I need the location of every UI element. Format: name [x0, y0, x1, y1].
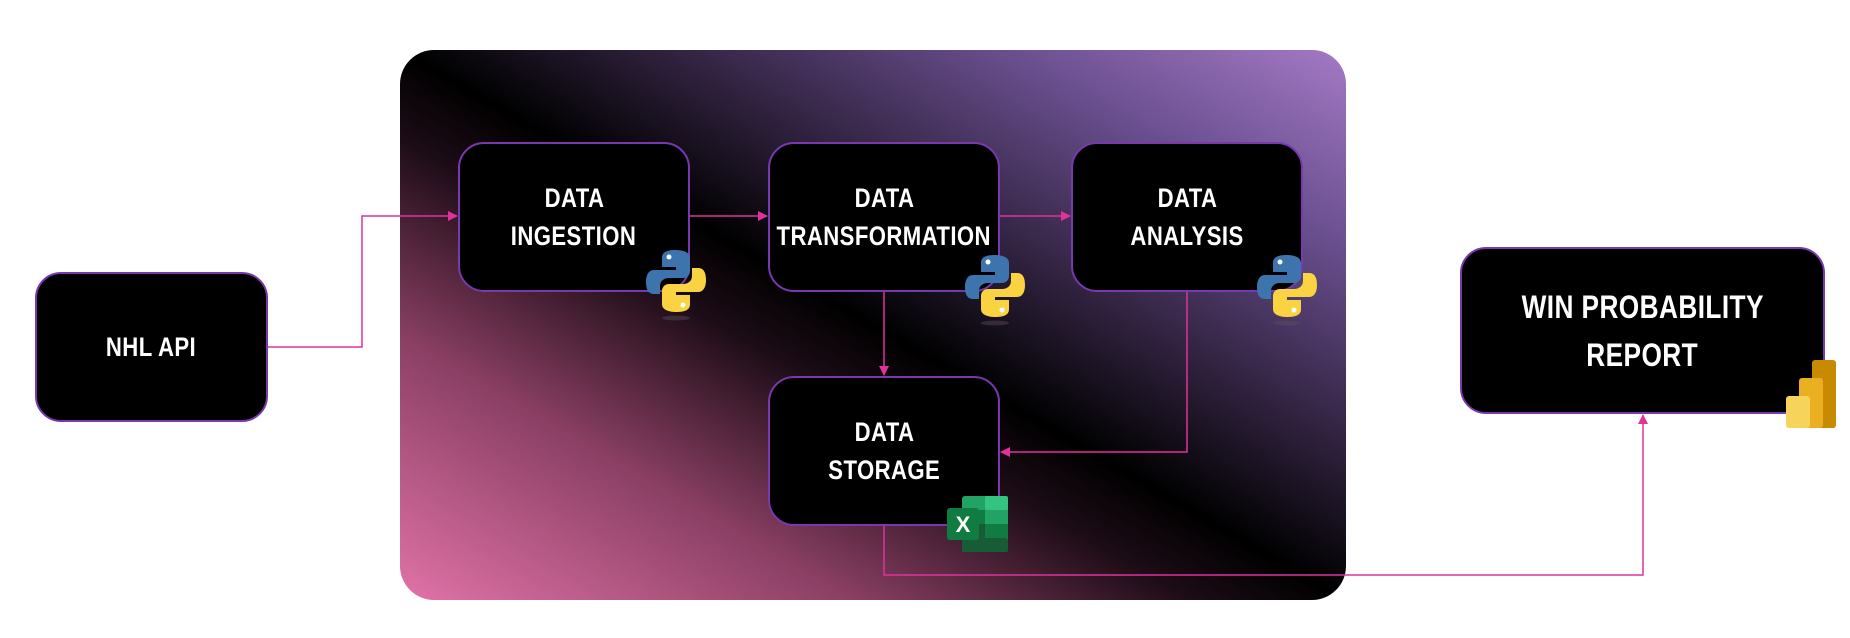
- node-data-transformation: DATA TRANSFORMATION: [768, 142, 1000, 292]
- node-win-probability-report: WIN PROBABILITY REPORT: [1460, 247, 1825, 414]
- node-data-ingestion-label-1: DATA: [544, 183, 604, 213]
- python-logo-icon: [1257, 255, 1317, 326]
- node-data-storage-label-2: STORAGE: [828, 455, 940, 485]
- node-data-storage: DATA STORAGE: [768, 376, 1000, 526]
- node-data-storage-label-1: DATA: [854, 417, 914, 447]
- node-data-transformation-label-1: DATA: [854, 183, 914, 213]
- node-report-label-2: REPORT: [1586, 336, 1699, 373]
- python-logo-icon: [965, 255, 1025, 326]
- excel-logo-icon: X: [947, 496, 1008, 552]
- excel-logo-letter: X: [956, 512, 971, 537]
- node-data-analysis-label-1: DATA: [1157, 183, 1217, 213]
- python-logo-icon: [646, 250, 706, 321]
- power-bi-logo-icon: [1786, 360, 1836, 428]
- node-nhl-api-label: NHL API: [106, 332, 197, 362]
- node-data-analysis-label-2: ANALYSIS: [1130, 221, 1244, 251]
- node-data-ingestion-label-2: INGESTION: [511, 221, 637, 251]
- node-data-ingestion: DATA INGESTION: [458, 142, 690, 292]
- node-nhl-api: NHL API: [35, 272, 268, 422]
- node-data-transformation-label-2: TRANSFORMATION: [776, 221, 992, 251]
- node-data-analysis: DATA ANALYSIS: [1071, 142, 1303, 292]
- node-report-label-1: WIN PROBABILITY: [1521, 288, 1764, 325]
